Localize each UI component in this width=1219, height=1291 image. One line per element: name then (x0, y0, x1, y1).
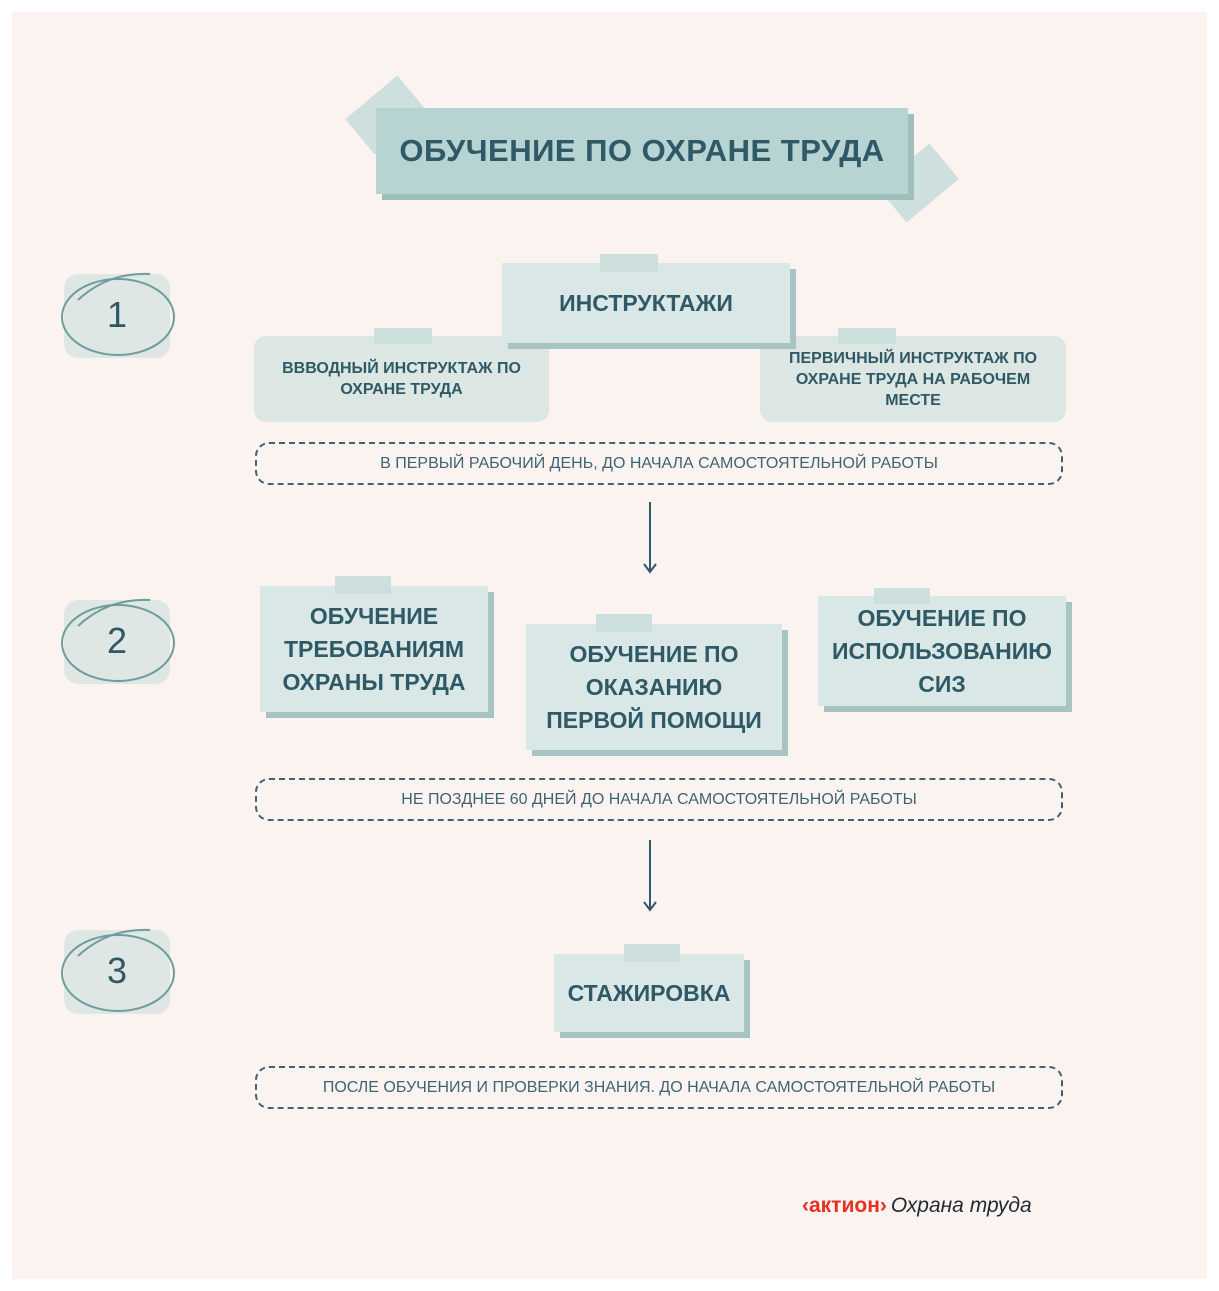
stage3-timing-note: ПОСЛЕ ОБУЧЕНИЯ И ПРОВЕРКИ ЗНАНИЯ. ДО НАЧ… (255, 1066, 1063, 1109)
ot-requirements-tape (335, 576, 391, 594)
hand-drawn-circle-icon (61, 272, 175, 356)
step-number-label: 1 (106, 294, 128, 335)
brand-name: ‹актион› (802, 1194, 887, 1217)
hand-drawn-circle-icon (61, 598, 175, 682)
briefings-header-card: ИНСТРУКТАЖИ (502, 263, 790, 343)
ppe-card: ОБУЧЕНИЕ ПО ИСПОЛЬЗОВАНИЮ СИЗ (818, 596, 1066, 706)
ot-requirements-label: ОБУЧЕНИЕ ТРЕБОВАНИЯМ ОХРАНЫ ТРУДА (282, 602, 466, 695)
stage1-timing-text: В ПЕРВЫЙ РАБОЧИЙ ДЕНЬ, ДО НАЧАЛА САМОСТО… (380, 454, 938, 472)
step-number-label: 2 (106, 620, 128, 661)
stage1-timing-note: В ПЕРВЫЙ РАБОЧИЙ ДЕНЬ, ДО НАЧАЛА САМОСТО… (255, 442, 1063, 485)
first-aid-card: ОБУЧЕНИЕ ПО ОКАЗАНИЮ ПЕРВОЙ ПОМОЩИ (526, 624, 782, 750)
intro-tape (374, 328, 432, 344)
stage3-timing-text: ПОСЛЕ ОБУЧЕНИЯ И ПРОВЕРКИ ЗНАНИЯ. ДО НАЧ… (322, 1078, 996, 1096)
first-aid-tape (596, 614, 652, 632)
briefings-header-label: ИНСТРУКТАЖИ (559, 289, 733, 316)
primary-tape (838, 328, 896, 344)
step-number-3: 3 (58, 926, 176, 1016)
briefings-tape (600, 254, 658, 272)
primary-briefing-card: ПЕРВИЧНЫЙ ИНСТРУКТАЖ ПО ОХРАНЕ ТРУДА НА … (760, 336, 1066, 422)
stage2-timing-text: НЕ ПОЗДНЕЕ 60 ДНЕЙ ДО НАЧАЛА САМОСТОЯТЕЛ… (401, 790, 917, 808)
intro-briefing-label: ВВВОДНЫЙ ИНСТРУКТАЖ ПО ОХРАНЕ ТРУДА (282, 360, 521, 398)
ppe-label: ОБУЧЕНИЕ ПО ИСПОЛЬЗОВАНИЮ СИЗ (831, 604, 1053, 697)
infographic-canvas: ОБУЧЕНИЕ ПО ОХРАНЕ ТРУДА 1 2 3 ВВВОДНЫЙ … (12, 12, 1207, 1279)
hand-drawn-circle-icon (61, 928, 175, 1012)
ppe-tape (874, 588, 930, 604)
step-number-1: 1 (58, 270, 176, 360)
ot-requirements-card: ОБУЧЕНИЕ ТРЕБОВАНИЯМ ОХРАНЫ ТРУДА (260, 586, 488, 712)
stage2-timing-note: НЕ ПОЗДНЕЕ 60 ДНЕЙ ДО НАЧАЛА САМОСТОЯТЕЛ… (255, 778, 1063, 821)
internship-label: СТАЖИРОВКА (567, 979, 731, 1006)
arrow-down-icon (643, 502, 657, 574)
step-number-label: 3 (106, 950, 128, 991)
internship-card: СТАЖИРОВКА (554, 954, 744, 1032)
brand-suffix: Охрана труда (890, 1194, 1032, 1217)
internship-tape (624, 944, 680, 962)
brand-logo: ‹актион›Охрана труда (802, 1194, 1032, 1218)
intro-briefing-card: ВВВОДНЫЙ ИНСТРУКТАЖ ПО ОХРАНЕ ТРУДА (254, 336, 549, 422)
page-title: ОБУЧЕНИЕ ПО ОХРАНЕ ТРУДА (376, 108, 908, 194)
arrow-down-icon (643, 840, 657, 912)
primary-briefing-label: ПЕРВИЧНЫЙ ИНСТРУКТАЖ ПО ОХРАНЕ ТРУДА НА … (788, 349, 1038, 409)
first-aid-label: ОБУЧЕНИЕ ПО ОКАЗАНИЮ ПЕРВОЙ ПОМОЩИ (546, 640, 762, 733)
step-number-2: 2 (58, 596, 176, 686)
